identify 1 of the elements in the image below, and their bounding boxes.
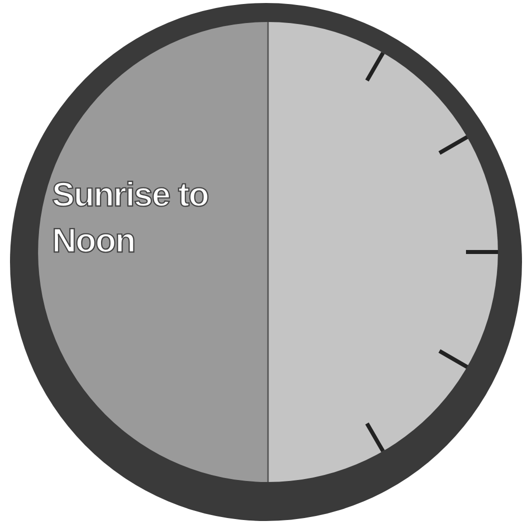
face-label: Sunrise to Noon	[52, 175, 210, 262]
